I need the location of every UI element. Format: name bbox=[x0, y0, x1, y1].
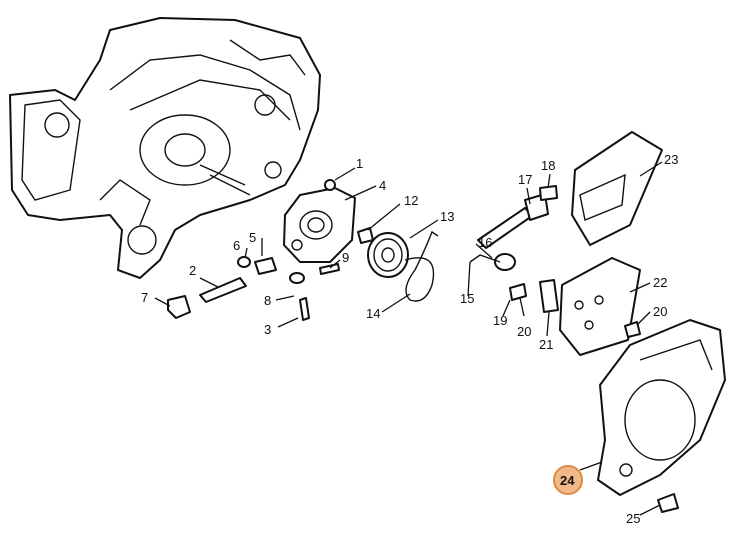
callout-9: 9 bbox=[342, 250, 349, 265]
pin-part bbox=[319, 263, 340, 275]
highlight-circle-24 bbox=[553, 465, 583, 495]
sprocket-cover-part bbox=[597, 319, 726, 513]
callout-14: 14 bbox=[366, 306, 380, 321]
screw-12-part bbox=[357, 227, 374, 244]
callout-20: 20 bbox=[517, 324, 531, 339]
adjusting-screw-part bbox=[199, 277, 247, 303]
worm-gear-part bbox=[367, 230, 439, 302]
spring-part bbox=[254, 257, 277, 275]
callout-6: 6 bbox=[233, 238, 240, 253]
valve-part bbox=[299, 297, 310, 321]
callout-22: 22 bbox=[653, 275, 667, 290]
callout-leaders bbox=[154, 161, 663, 516]
callout-4: 4 bbox=[379, 178, 386, 193]
callout-20b: 20 bbox=[653, 304, 667, 319]
screw-25-part bbox=[657, 493, 679, 513]
callout-19: 19 bbox=[493, 313, 507, 328]
callout-5: 5 bbox=[249, 230, 256, 245]
callout-7: 7 bbox=[141, 290, 148, 305]
oil-pump-part bbox=[283, 187, 356, 263]
guide-plate-22-part bbox=[559, 257, 641, 356]
o-ring-part bbox=[289, 272, 305, 284]
crankcase-housing bbox=[9, 17, 321, 279]
gear-part bbox=[494, 253, 516, 271]
callout-1: 1 bbox=[356, 156, 363, 171]
plug-part bbox=[167, 295, 191, 319]
callout-3: 3 bbox=[264, 322, 271, 337]
callout-24: 24 bbox=[560, 473, 575, 488]
callout-16: 16 bbox=[478, 235, 492, 250]
callout-12: 12 bbox=[404, 193, 418, 208]
callout-23: 23 bbox=[664, 152, 678, 167]
callout-2: 2 bbox=[189, 263, 196, 278]
guide-plates bbox=[559, 131, 663, 356]
screw-20-part bbox=[624, 321, 641, 338]
callout-18: 18 bbox=[541, 158, 555, 173]
callout-labels: 1 2 3 4 5 6 7 8 9 12 13 14 15 16 17 18 1… bbox=[141, 152, 678, 526]
callout-15: 15 bbox=[460, 291, 474, 306]
callout-8: 8 bbox=[264, 293, 271, 308]
screw-1-part bbox=[324, 179, 336, 191]
bracket-part bbox=[539, 279, 559, 313]
callout-21: 21 bbox=[539, 337, 553, 352]
tensioner-nut-part bbox=[539, 185, 558, 201]
plate-part bbox=[509, 283, 527, 301]
chain-tensioner-group bbox=[469, 185, 559, 313]
callout-25: 25 bbox=[626, 511, 640, 526]
small-parts bbox=[167, 179, 374, 321]
callout-13: 13 bbox=[440, 209, 454, 224]
washer-part bbox=[237, 256, 251, 268]
guide-plate-23-part bbox=[571, 131, 663, 246]
callout-17: 17 bbox=[518, 172, 532, 187]
